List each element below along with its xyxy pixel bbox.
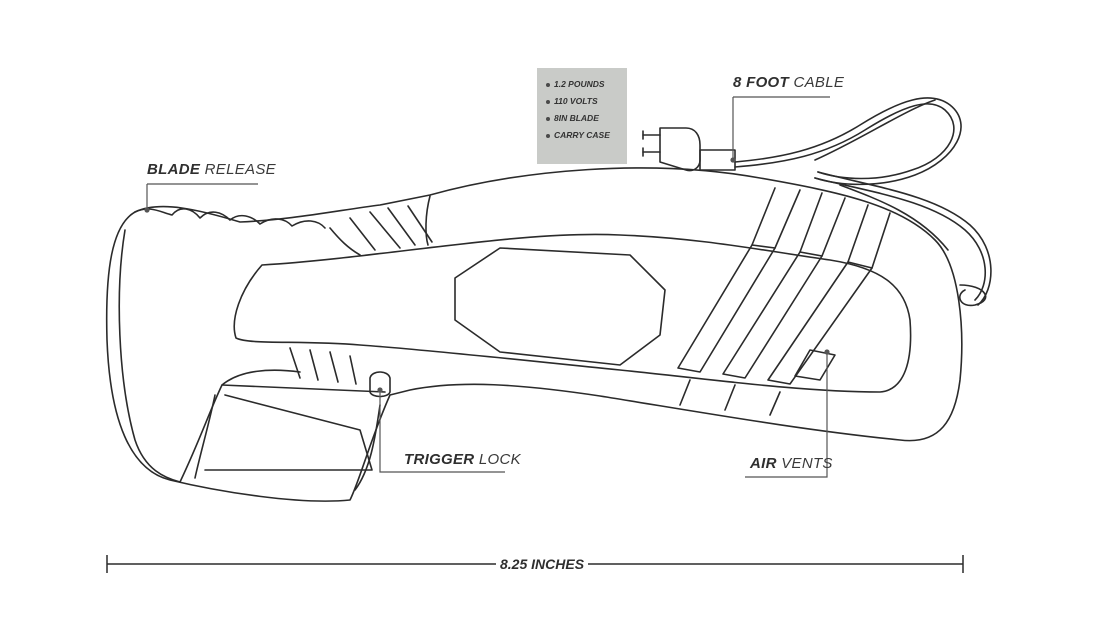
cable-label-bold: 8 FOOT [733, 74, 789, 91]
spec-case: CARRY CASE [554, 130, 610, 140]
blade-release-leader [146, 183, 258, 210]
bullet-icon [546, 116, 550, 121]
power-plug [642, 127, 701, 172]
spec-voltage: 110 VOLTS [554, 96, 598, 106]
air-vent-slots [677, 244, 873, 416]
specs-list: 1.2 POUNDS 110 VOLTS 8IN BLADE CARRY CAS… [537, 68, 627, 144]
trigger-lock-leader [379, 390, 505, 473]
dimension-label: 8.25 INCHES [496, 556, 589, 572]
specs-box: 1.2 POUNDS 110 VOLTS 8IN BLADE CARRY CAS… [537, 68, 627, 164]
bullet-icon [546, 99, 550, 104]
bullet-icon [546, 82, 550, 87]
blade-release-label: BLADE RELEASE [147, 161, 276, 178]
trigger-lock-label: TRIGGER LOCK [404, 451, 521, 468]
hexagon-emblem [454, 247, 666, 366]
air-vents-label-bold: AIR [750, 455, 777, 472]
cable-label: 8 FOOT CABLE [733, 74, 844, 91]
bullet-icon [546, 133, 550, 138]
spec-item: 1.2 POUNDS [546, 76, 627, 93]
blade-release-label-thin: RELEASE [204, 161, 276, 178]
spec-blade: 8IN BLADE [554, 113, 599, 123]
blade-release-ridges [134, 208, 326, 229]
spec-weight: 1.2 POUNDS [554, 79, 605, 89]
spec-item: CARRY CASE [546, 127, 627, 144]
trigger-lock-button [369, 371, 391, 398]
trigger-lock-label-bold: TRIGGER [404, 451, 475, 468]
trigger-lock-label-thin: LOCK [478, 451, 521, 468]
cable-coil [699, 97, 992, 307]
blade-release-label-bold: BLADE [147, 161, 201, 178]
spec-item: 110 VOLTS [546, 93, 627, 110]
air-vents-leader [745, 352, 828, 478]
air-vents-label-thin: VENTS [781, 455, 833, 472]
knife-body-outline [105, 167, 963, 502]
cable-leader [732, 96, 830, 160]
spec-item: 8IN BLADE [546, 110, 627, 127]
cable-label-thin: CABLE [793, 74, 845, 91]
air-vents-label: AIR VENTS [750, 455, 833, 472]
